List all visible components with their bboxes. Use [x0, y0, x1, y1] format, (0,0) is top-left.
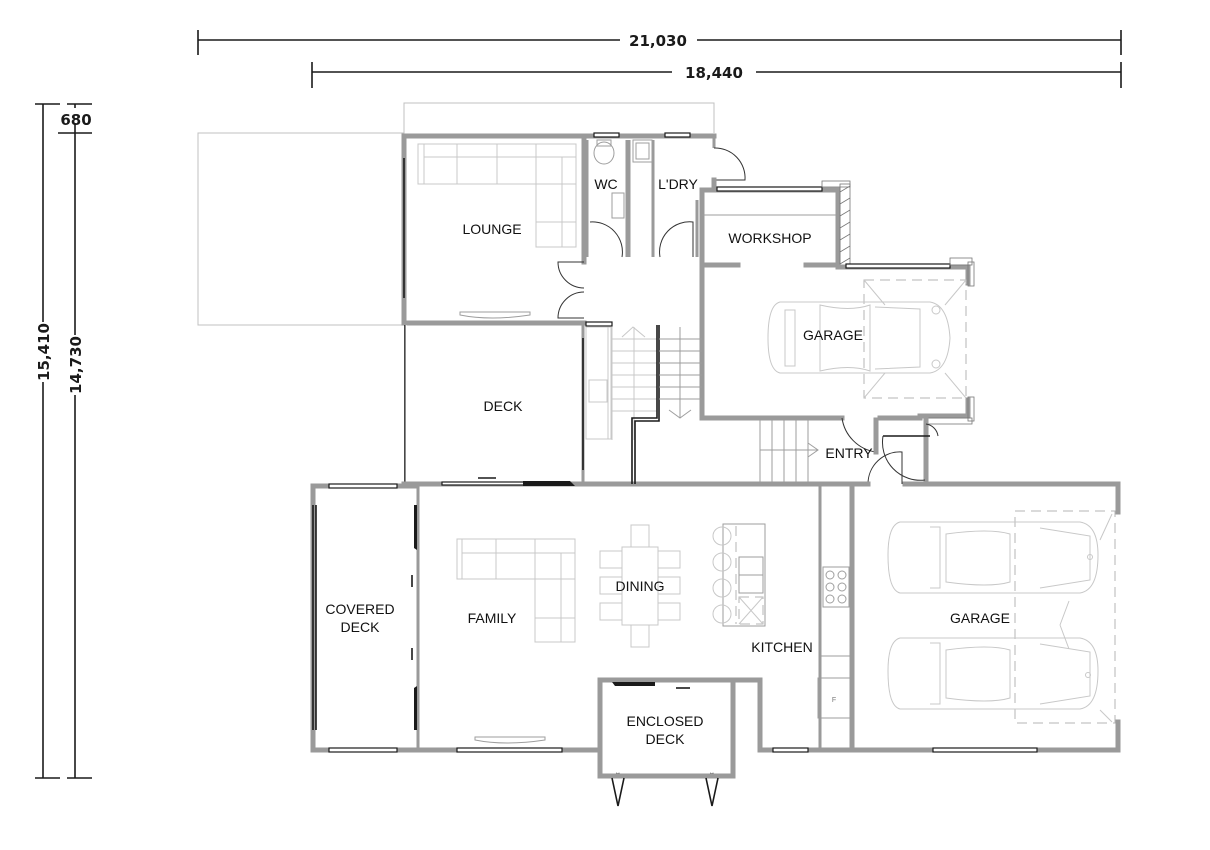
slide-arrow-left-icon: ↔	[615, 770, 621, 776]
room-label-workshop: WORKSHOP	[728, 230, 811, 246]
room-label-garage-double: GARAGE	[950, 610, 1010, 626]
room-label-enclosed-deck-line1: ENCLOSED	[626, 713, 703, 729]
dimension-label-overall-depth: 15,410	[35, 323, 53, 381]
dimension-house-width: 18,440	[311, 62, 1122, 88]
dimension-overall-width: 21,030	[197, 30, 1122, 55]
room-label-garage-single: GARAGE	[803, 327, 863, 343]
room-label-entry: ENTRY	[825, 445, 873, 461]
room-label-deck: DECK	[484, 398, 524, 414]
dimension-label-offset-top: 680	[60, 111, 91, 129]
room-workshop: WORKSHOP	[699, 180, 851, 421]
room-label-lounge: LOUNGE	[462, 221, 521, 237]
room-garage-single: GARAGE	[699, 257, 975, 425]
room-label-laundry: L'DRY	[658, 176, 698, 192]
dimension-house-depth: 14,730	[67, 123, 92, 779]
fridge-label: F	[832, 697, 836, 704]
room-entry: ENTRY	[817, 417, 939, 487]
room-covered-deck: COVERED DECK	[310, 483, 420, 753]
room-label-wc: WC	[594, 176, 617, 192]
dimension-offset-top: 680	[58, 103, 92, 134]
dimension-overall-depth: 15,410	[35, 103, 60, 779]
room-label-covered-deck-line1: COVERED	[325, 601, 394, 617]
room-dining: DINING	[599, 524, 681, 648]
room-garage-double: GARAGE	[849, 481, 1121, 753]
room-label-family: FAMILY	[468, 610, 517, 626]
dimension-label-house-depth: 14,730	[67, 336, 85, 394]
interior-walls	[757, 481, 823, 750]
room-label-kitchen: KITCHEN	[751, 639, 812, 655]
room-label-enclosed-deck-line2: DECK	[646, 731, 686, 747]
dimension-label-house-width: 18,440	[685, 64, 743, 82]
room-family: FAMILY	[415, 538, 603, 753]
room-wc: WC	[581, 132, 717, 258]
slide-arrow-right-icon: ↔	[709, 770, 715, 776]
room-enclosed-deck: ↔ ↔ ENCLOSED DECK	[597, 677, 763, 807]
dimension-label-overall-width: 21,030	[629, 32, 687, 50]
room-deck: DECK	[401, 321, 763, 487]
room-lounge: LOUNGE	[401, 133, 587, 326]
room-label-covered-deck-line2: DECK	[341, 619, 381, 635]
room-laundry: L'DRY	[627, 136, 746, 258]
room-label-dining: DINING	[616, 578, 665, 594]
stairs	[611, 325, 819, 484]
